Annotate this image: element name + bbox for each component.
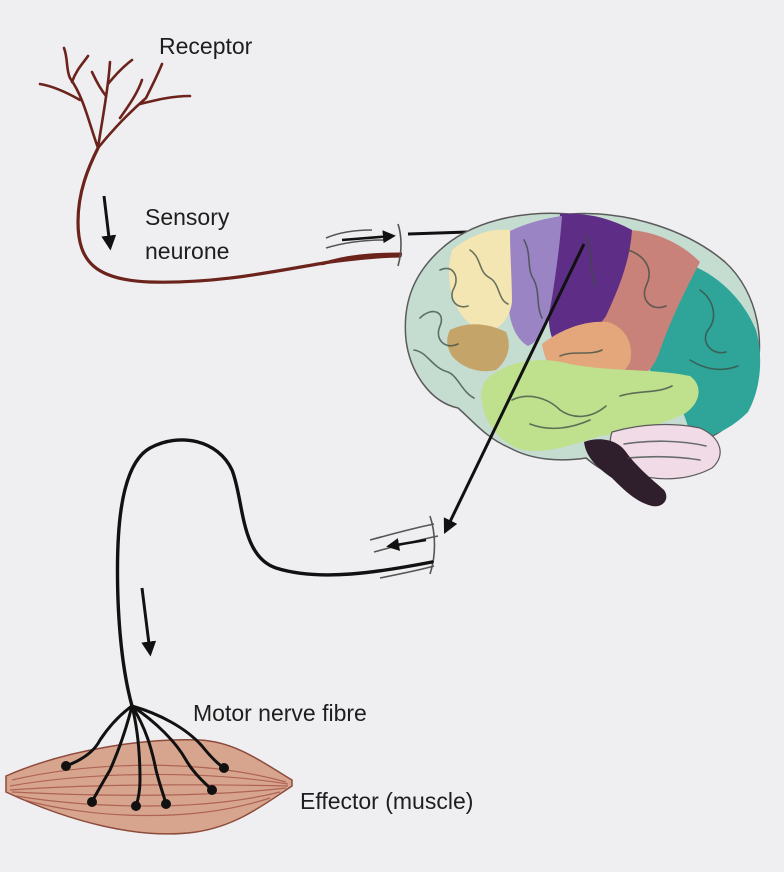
brain-gyri: [413, 235, 739, 461]
brain-region-green: [481, 360, 699, 451]
brain-stem: [584, 439, 667, 507]
brain: [404, 212, 761, 507]
sensory-label-line1: Sensory: [145, 204, 230, 230]
receptor-dendrites: [38, 46, 192, 150]
motor-axon: [115, 438, 434, 708]
receptor-label: Receptor: [159, 33, 253, 59]
brain-region-tan: [447, 324, 509, 372]
sensory-direction-arrow: [101, 195, 117, 251]
motor-end-plate-dots: [61, 761, 229, 811]
sensory-label-line2: neurone: [145, 238, 230, 264]
motor-break-arrow: [386, 538, 427, 551]
muscle-body: [5, 739, 293, 835]
brain-region-purple: [548, 213, 632, 346]
motor-nerve-fibre-label: Motor nerve fibre: [193, 700, 367, 726]
motor-end-plates: [64, 704, 226, 808]
arrow-from-brain: [443, 243, 586, 535]
motor-direction-arrow: [140, 587, 157, 657]
sensory-break-arrow: [341, 230, 396, 244]
sensory-neuron: [38, 46, 402, 284]
muscle-fibres: [9, 764, 289, 817]
muscle-effector: [5, 739, 293, 835]
sensory-axon: [76, 146, 402, 284]
effector-label: Effector (muscle): [300, 788, 474, 814]
sensory-nerve-break: [321, 223, 403, 267]
